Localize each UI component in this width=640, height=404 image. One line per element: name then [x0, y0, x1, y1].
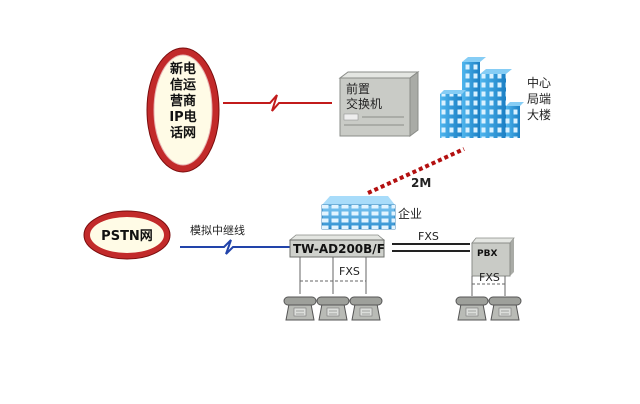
telephone-icon [316, 296, 350, 321]
enterprise-label: 企业 [398, 206, 422, 221]
gateway-device: TW-AD200B/F [288, 234, 386, 258]
ip-network-to-switch-link [223, 94, 332, 112]
telephone-icon [283, 296, 317, 321]
fxs-pbx-phones-label: FXS [479, 271, 500, 284]
front-switch-device: 前置交换机 [338, 71, 420, 137]
fxs-gateway-phones-label: FXS [339, 265, 360, 278]
gateway-phone-lines [299, 257, 367, 294]
pstn-network-label: PSTN网 [101, 229, 153, 244]
pbx-device: PBX [471, 237, 515, 277]
dotted-2m-link [367, 147, 465, 195]
gateway-label: TW-AD200B/F [293, 242, 385, 256]
pbx-label: PBX [477, 249, 497, 259]
telephone-icon [455, 296, 489, 321]
telephone-icon [488, 296, 522, 321]
central-office-label: 中心局端大楼 [527, 75, 551, 122]
fxs-gateway-pbx-label: FXS [418, 230, 439, 243]
central-office-building [440, 57, 524, 138]
analog-trunk-label: 模拟中继线 [190, 223, 245, 237]
analog-trunk-line [180, 239, 290, 255]
bandwidth-label: 2M [411, 176, 431, 190]
phone-group [283, 296, 522, 321]
enterprise-building [321, 196, 396, 230]
pbx-phone-lines [471, 276, 506, 296]
pstn-network-node: PSTN网 [83, 210, 171, 260]
front-switch-label: 前置交换机 [346, 81, 382, 111]
telephone-icon [349, 296, 383, 321]
